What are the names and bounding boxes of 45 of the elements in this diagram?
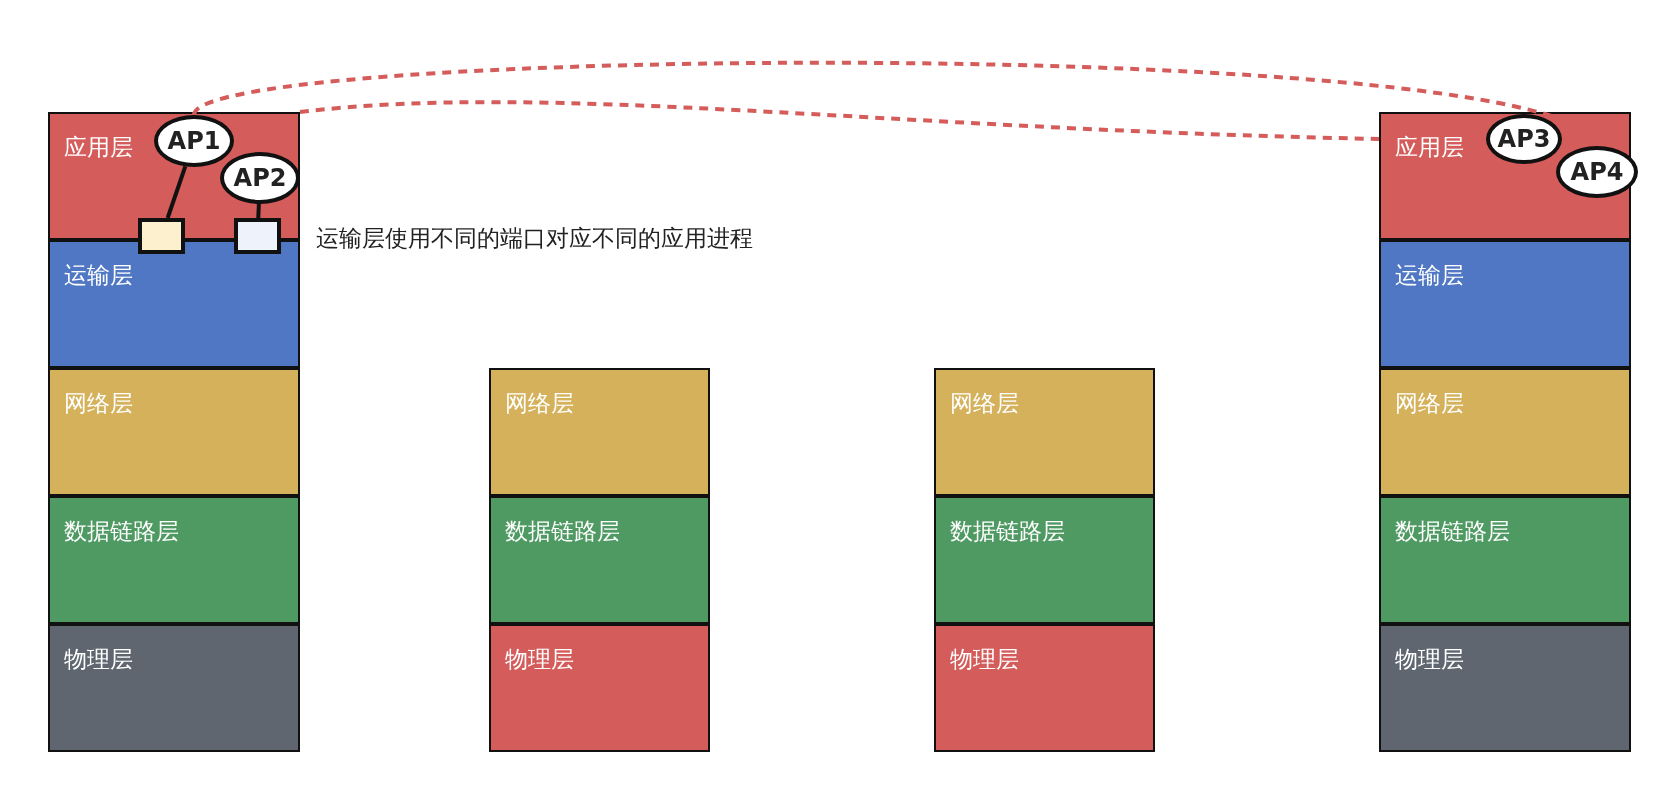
dashed-connector	[299, 100, 1380, 141]
process-ellipse	[1556, 146, 1638, 198]
connector-line	[256, 203, 261, 219]
layer-label: 数据链路层	[505, 518, 620, 546]
layer-box	[48, 496, 300, 624]
process-label: AP3	[1497, 127, 1551, 151]
layer-box	[1379, 240, 1631, 368]
layer-box	[48, 112, 300, 240]
layer-box	[48, 624, 300, 752]
layer-label: 物理层	[950, 646, 1019, 674]
layer-box	[48, 240, 300, 368]
layer-label: 应用层	[1395, 134, 1464, 162]
layer-box	[48, 368, 300, 496]
layer-label: 数据链路层	[1395, 518, 1510, 546]
layer-box	[489, 368, 710, 496]
layer-box	[934, 496, 1155, 624]
layer-box	[1379, 624, 1631, 752]
layer-label: 物理层	[505, 646, 574, 674]
layer-label: 应用层	[64, 134, 133, 162]
layer-label: 运输层	[64, 262, 133, 290]
layer-label: 网络层	[950, 390, 1019, 418]
process-ellipse	[220, 152, 300, 204]
layer-box	[934, 368, 1155, 496]
connector-line	[165, 165, 188, 219]
layer-box	[489, 624, 710, 752]
layer-box	[489, 496, 710, 624]
layer-label: 网络层	[64, 390, 133, 418]
process-label: AP1	[167, 129, 221, 153]
layer-box	[934, 624, 1155, 752]
layer-label: 数据链路层	[950, 518, 1065, 546]
layer-box	[1379, 368, 1631, 496]
layer-box	[1379, 496, 1631, 624]
port-box	[138, 218, 185, 254]
layer-label: 物理层	[64, 646, 133, 674]
layer-label: 网络层	[1395, 390, 1464, 418]
port-box	[234, 218, 281, 254]
process-label: AP4	[1570, 160, 1624, 184]
process-label: AP2	[233, 166, 287, 190]
layer-label: 数据链路层	[64, 518, 179, 546]
process-ellipse	[154, 115, 234, 167]
layer-label: 网络层	[505, 390, 574, 418]
layer-label: 物理层	[1395, 646, 1464, 674]
layer-label: 运输层	[1395, 262, 1464, 290]
annotation-text: 运输层使用不同的端口对应不同的应用进程	[316, 224, 753, 253]
process-ellipse	[1486, 114, 1562, 164]
